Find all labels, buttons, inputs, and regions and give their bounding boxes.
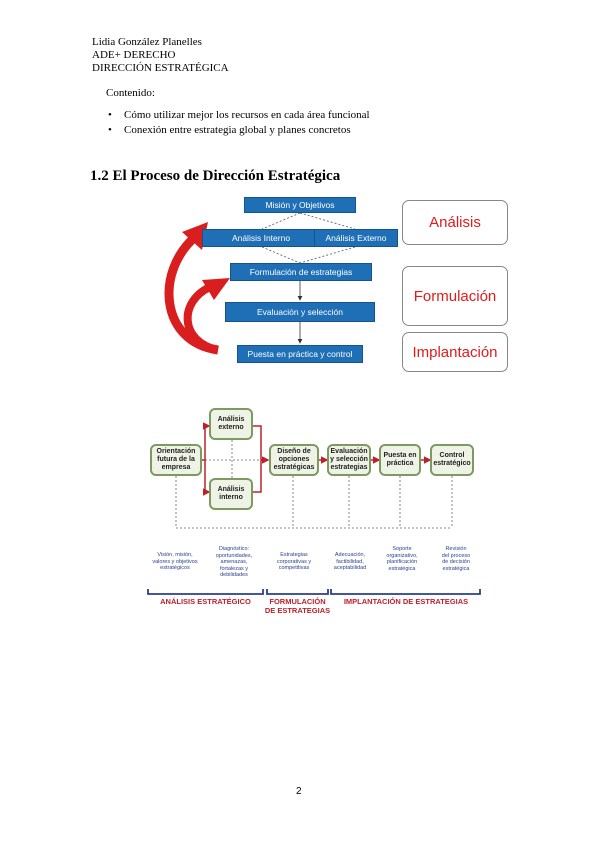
box-analisis-externo: Análisis Externo: [314, 229, 398, 247]
box-analisis-interno: Análisis interno: [209, 478, 253, 510]
stage-label: Implantación: [412, 343, 498, 361]
diagram-2-connectors: [147, 422, 481, 595]
flow-arrow: [201, 422, 211, 461]
page-number: 2: [296, 786, 302, 797]
box-formulacion: Formulación de estrategias: [230, 263, 372, 281]
bottom-label: Estrategias corporativas y competitivas: [276, 552, 312, 571]
header-degree: ADE+ DERECHO: [92, 49, 176, 61]
connector-line: [261, 246, 301, 264]
header-author: Lidia González Planelles: [92, 36, 202, 48]
stage-label: Análisis: [429, 214, 481, 231]
box-evaluacion-seleccion: Evaluación y selección estrategias: [327, 444, 371, 476]
phase-analisis: ANÁLISIS ESTRATÉGICO: [160, 597, 251, 606]
list-item: • Conexión entre estrategia global y plan…: [108, 123, 370, 138]
diagram-1-connectors: [164, 212, 356, 355]
box-evaluacion: Evaluación y selección: [225, 302, 375, 322]
phase-implantacion: IMPLANTACIÓN DE ESTRATEGIAS: [343, 597, 469, 606]
box-puesta-practica: Puesta en práctica: [379, 444, 421, 476]
bullet-icon: •: [108, 124, 112, 136]
feedback-arrow-small: [183, 283, 220, 354]
content-label: Contenido:: [106, 87, 155, 99]
box-control-estrategico: Control estratégico: [430, 444, 474, 476]
list-item-text: Conexión entre estrategia global y plane…: [124, 124, 351, 136]
stage-analisis: Análisis: [402, 200, 508, 245]
bullet-icon: •: [108, 109, 112, 121]
process-diagram-2: Orientación futura de la empresa Análisi…: [145, 400, 490, 620]
box-analisis-externo: Análisis externo: [209, 408, 253, 440]
connector-line: [299, 212, 356, 230]
connector-line: [261, 212, 301, 230]
feedback-arrowhead: [182, 222, 208, 250]
box-orientacion-futura: Orientación futura de la empresa: [150, 444, 202, 476]
phase-formulacion: FORMULACIÓN DE ESTRATEGIAS: [264, 597, 331, 615]
list-item-text: Cómo utilizar mejor los recursos en cada…: [124, 109, 370, 121]
section-title: 1.2 El Proceso de Dirección Estratégica: [90, 168, 341, 184]
bottom-label: Diagnóstico: oportunidades, amenazas, fo…: [215, 546, 253, 578]
content-list: • Cómo utilizar mejor los recursos en cad…: [108, 108, 370, 138]
list-item: • Cómo utilizar mejor los recursos en cad…: [108, 108, 370, 123]
stage-label: Formulación: [413, 287, 497, 305]
flow-arrow: [203, 460, 211, 496]
bottom-label: Soporte organizativo, planificación estr…: [386, 546, 418, 572]
stage-formulacion: Formulación: [402, 266, 508, 326]
box-analisis-interno: Análisis Interno: [202, 229, 320, 247]
feedback-arrowhead: [202, 278, 230, 300]
phase-bracket: [266, 589, 329, 595]
flow-line: [253, 425, 262, 493]
process-diagram-1: Misión y Objetivos Análisis Interno Anál…: [150, 192, 510, 377]
connector-line: [299, 246, 356, 264]
bottom-label: Visión, misión, valores y objetivos estr…: [152, 552, 198, 571]
box-puesta-practica: Puesta en práctica y control: [237, 345, 363, 363]
box-mision-objetivos: Misión y Objetivos: [244, 197, 356, 213]
header-subject: DIRECCIÓN ESTRATÉGICA: [92, 62, 229, 74]
bottom-label: Revisión del proceso de decisión estraté…: [441, 546, 471, 572]
stage-implantacion: Implantación: [402, 332, 508, 372]
bottom-label: Adecuación, factibilidad, aceptabilidad: [333, 552, 367, 571]
box-diseno-opciones: Diseño de opciones estratégicas: [269, 444, 319, 476]
phase-bracket: [330, 589, 481, 595]
phase-bracket: [147, 589, 264, 595]
